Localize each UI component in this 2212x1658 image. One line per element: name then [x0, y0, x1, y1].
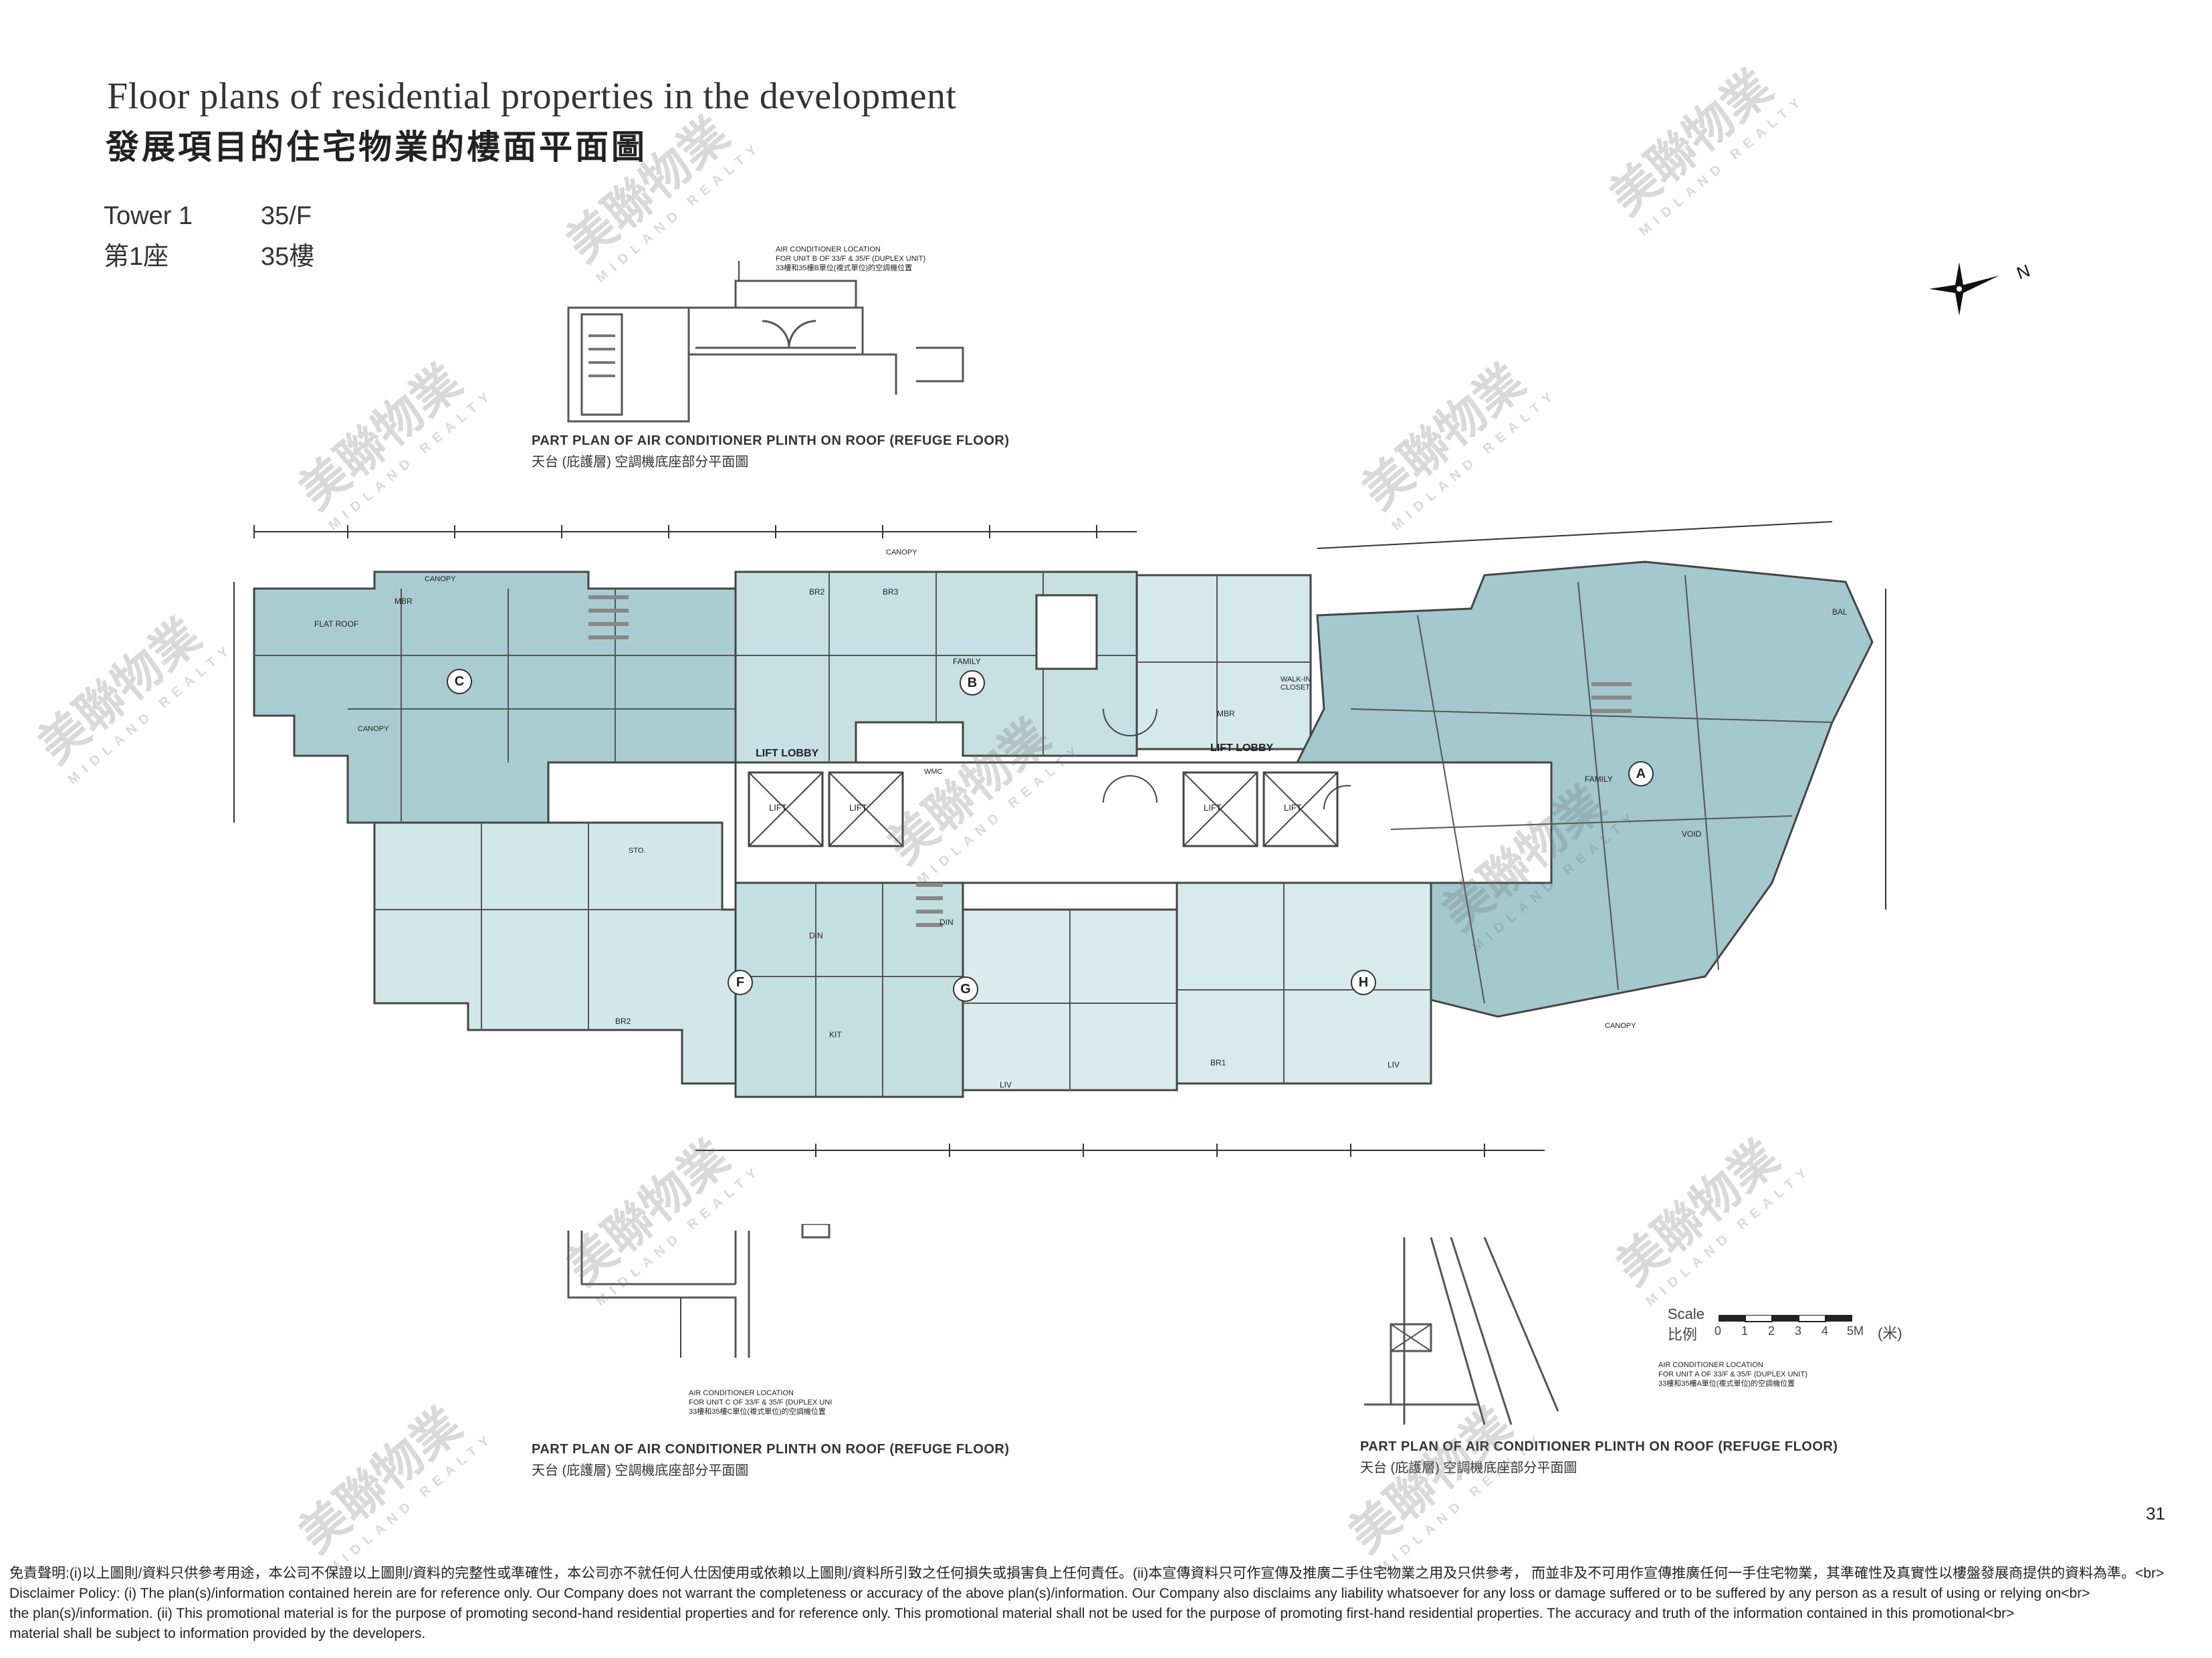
- lift-lobby-label-left: LIFT LOBBY: [756, 748, 819, 759]
- ac-note-b-line1: AIR CONDITIONER LOCATION: [776, 245, 881, 253]
- lift-label-1: LIFT: [769, 803, 787, 813]
- canopy-label-top: CANOPY: [425, 575, 456, 583]
- room-flat-roof: FLAT ROOF: [314, 619, 359, 629]
- room-br3-b: BR3: [883, 587, 899, 597]
- scale-tick-3: 3: [1795, 1324, 1802, 1338]
- part-plan-bottom-right-caption-zh: 天台 (庇護層) 空調機底座部分平面圖: [1360, 1461, 1577, 1475]
- canopy-label-b: CANOPY: [886, 548, 917, 556]
- ac-note-a-line1: AIR CONDITIONER LOCATION: [1658, 1361, 1763, 1369]
- scale-tick-5m: 5M: [1847, 1324, 1864, 1338]
- disclaimer: 免責聲明:(i)以上圖則/資料只供參考用途，本公司不保證以上圖則/資料的完整性或…: [9, 1564, 2203, 1644]
- ac-note-c-line1: AIR CONDITIONER LOCATION: [689, 1389, 794, 1397]
- lift-label-2: LIFT: [849, 803, 867, 813]
- disclaimer-en-2: the plan(s)/information. (ii) This promo…: [9, 1606, 2015, 1621]
- scale-label-en: Scale: [1668, 1306, 1705, 1322]
- room-din-f: DIN: [809, 931, 823, 940]
- room-kit-g: KIT: [829, 1030, 842, 1039]
- tower-label-en: Tower 1: [104, 202, 193, 230]
- room-void: VOID: [1682, 829, 1702, 839]
- unit-marker-c: C: [447, 669, 472, 694]
- part-plan-bottom-left-caption-zh: 天台 (庇護層) 空調機底座部分平面圖: [532, 1463, 749, 1478]
- scale-tick-2: 2: [1768, 1324, 1775, 1338]
- ac-note-b-line2: FOR UNIT B OF 33/F & 35/F (DUPLEX UNIT): [776, 255, 926, 263]
- scale-unit-zh: (米): [1878, 1325, 1902, 1342]
- room-family-b: FAMILY: [953, 657, 981, 666]
- scale-tick-4: 4: [1821, 1324, 1829, 1338]
- room-din-g: DIN: [939, 918, 954, 927]
- room-sto: STO.: [629, 847, 646, 855]
- page-title-en: Floor plans of residential properties in…: [107, 76, 957, 117]
- ac-note-a-line2: FOR UNIT A OF 33/F & 35/F (DUPLEX UNIT): [1658, 1370, 1807, 1378]
- floor-label-en: 35/F: [261, 202, 312, 230]
- tower-label-zh: 第1座: [104, 243, 169, 271]
- scale-bar: [1719, 1314, 1879, 1328]
- scale-label-zh: 比例: [1668, 1326, 1698, 1343]
- part-plan-top-caption-zh: 天台 (庇護層) 空調機底座部分平面圖: [532, 455, 749, 470]
- disclaimer-en-1: Disclaimer Policy: (i) The plan(s)/infor…: [9, 1586, 2090, 1601]
- room-br2-b: BR2: [809, 587, 825, 597]
- page-title-zh: 發展項目的住宅物業的樓面平面圖: [106, 127, 647, 167]
- unit-marker-a: A: [1628, 761, 1654, 787]
- north-compass-icon: N: [1919, 247, 2053, 328]
- room-br1-h: BR1: [1210, 1058, 1226, 1067]
- disclaimer-en-3: material shall be subject to information…: [9, 1626, 426, 1641]
- main-floor-plan: C B A F G H LIFT LOBBY LIFT LOBBY LIFT L…: [214, 508, 1966, 1170]
- page-number: 31: [2146, 1504, 2165, 1524]
- part-plan-top: [562, 247, 976, 435]
- room-liv-h: LIV: [1388, 1060, 1400, 1069]
- lift-label-3: LIFT: [1204, 803, 1222, 813]
- part-plan-bottom-left: [562, 1223, 896, 1358]
- scale-tick-0: 0: [1715, 1324, 1722, 1338]
- unit-marker-g: G: [953, 976, 978, 1002]
- ac-note-c-line3: 33樓和35樓C單位(複式單位)的空調機位置: [689, 1408, 826, 1416]
- part-plan-bottom-right: [1364, 1237, 1618, 1431]
- room-bal: BAL: [1832, 607, 1848, 617]
- lift-label-4: LIFT: [1284, 803, 1302, 813]
- canopy-label-a: CANOPY: [1605, 1022, 1636, 1030]
- room-walk-in-closet: WALK-IN CLOSET: [1281, 676, 1311, 692]
- part-plan-bottom-left-caption-en: PART PLAN OF AIR CONDITIONER PLINTH ON R…: [532, 1442, 1010, 1457]
- compass-north-label: N: [2014, 260, 2033, 284]
- room-mbr-c: MBR: [395, 597, 413, 606]
- part-plan-bottom-right-caption-en: PART PLAN OF AIR CONDITIONER PLINTH ON R…: [1360, 1439, 1838, 1454]
- unit-marker-h: H: [1351, 970, 1376, 995]
- room-family-a: FAMILY: [1585, 774, 1613, 784]
- part-plan-top-caption-en: PART PLAN OF AIR CONDITIONER PLINTH ON R…: [532, 433, 1010, 448]
- ac-note-b-line3: 33樓和35樓B單位(複式單位)的空調機位置: [776, 264, 913, 272]
- scale-tick-1: 1: [1741, 1324, 1749, 1338]
- room-liv-g: LIV: [1000, 1080, 1012, 1090]
- canopy-label-c: CANOPY: [358, 725, 389, 733]
- ac-note-c-line2: FOR UNIT C OF 33/F & 35/F (DUPLEX UNI: [689, 1398, 833, 1407]
- room-mbr-b: MBR: [1217, 709, 1235, 718]
- lift-lobby-label-right: LIFT LOBBY: [1210, 742, 1274, 754]
- room-wmc: WMC: [924, 768, 943, 776]
- ac-note-a-line3: 33樓和35樓A單位(複式單位)的空調機位置: [1658, 1380, 1795, 1388]
- disclaimer-zh: 免責聲明:(i)以上圖則/資料只供參考用途，本公司不保證以上圖則/資料的完整性或…: [9, 1566, 2165, 1581]
- room-br2-f: BR2: [615, 1017, 631, 1026]
- floor-label-zh: 35樓: [261, 243, 315, 271]
- unit-marker-b: B: [960, 670, 985, 696]
- unit-marker-f: F: [728, 970, 753, 995]
